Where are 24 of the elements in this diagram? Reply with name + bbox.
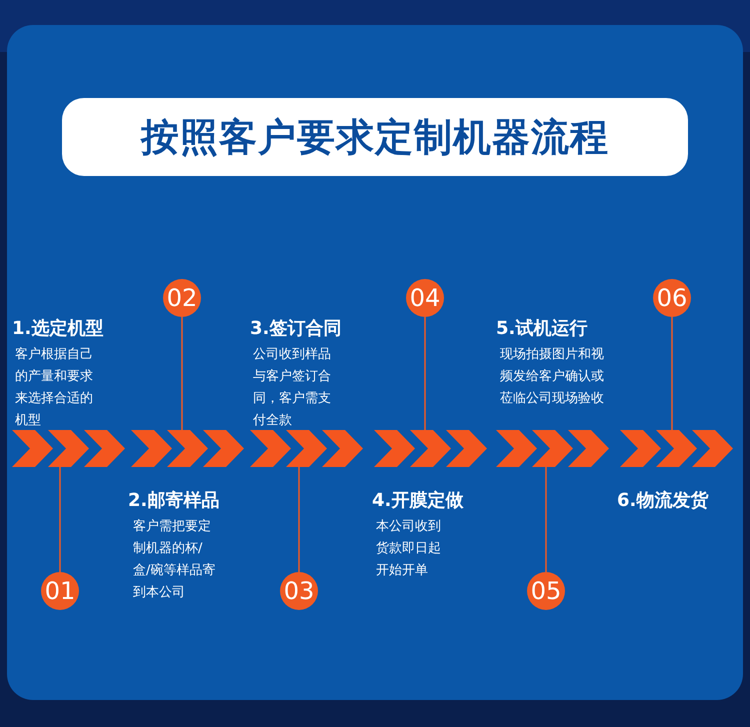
connector-line bbox=[59, 467, 61, 572]
step-description: 现场拍摄图片和视频发给客户确认或莅临公司现场验收 bbox=[500, 346, 605, 408]
step-description: 本公司收到货款即日起开始开单 bbox=[376, 518, 442, 580]
step-description: 公司收到样品与客户签订合同，客户需支付全款 bbox=[253, 346, 332, 430]
title: 按照客户要求定制机器流程 bbox=[62, 98, 688, 176]
step-description: 客户需把要定制机器的杯/盒/碗等样品寄到本公司 bbox=[133, 518, 216, 602]
chevron-arrows bbox=[620, 430, 733, 467]
connector-line bbox=[181, 317, 183, 430]
connector-line bbox=[671, 317, 673, 430]
connector-line bbox=[424, 317, 426, 430]
step-heading: 1.选定机型 bbox=[12, 317, 104, 340]
step-heading: 6.物流发货 bbox=[617, 489, 708, 512]
step-heading: 2.邮寄样品 bbox=[128, 489, 220, 512]
step-heading: 3.签订合同 bbox=[250, 317, 342, 340]
step-description: 客户根据自己的产量和要求来选择合适的机型 bbox=[15, 346, 94, 430]
chevron-arrows bbox=[496, 430, 609, 467]
chevron-arrows bbox=[250, 430, 363, 467]
step-heading: 5.试机运行 bbox=[496, 317, 588, 340]
step-heading: 4.开膜定做 bbox=[372, 489, 464, 512]
chevron-arrows bbox=[12, 430, 125, 467]
connector-line bbox=[298, 467, 300, 572]
connector-line bbox=[545, 467, 547, 572]
chevron-arrows bbox=[131, 430, 244, 467]
chevron-arrows bbox=[374, 430, 487, 467]
